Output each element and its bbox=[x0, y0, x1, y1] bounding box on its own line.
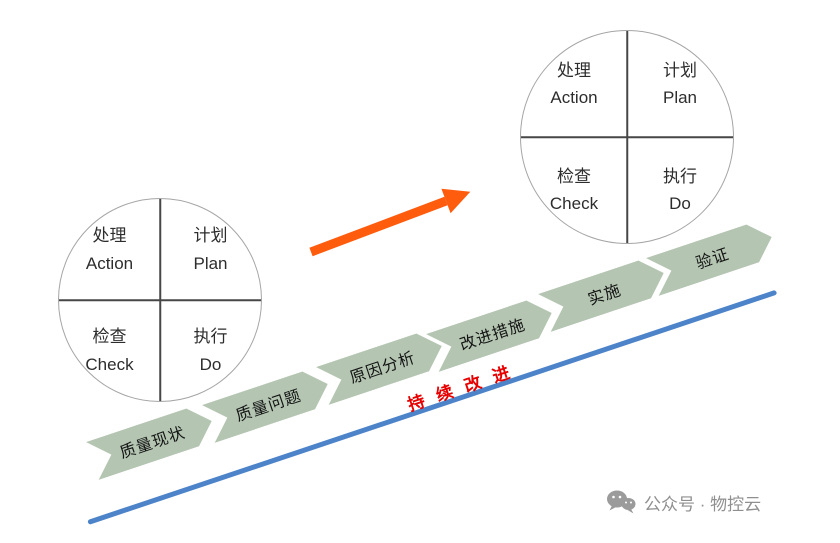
pdca-quadrant-check: 检查 Check bbox=[521, 137, 627, 243]
quadrant-zh-label: 检查 bbox=[557, 166, 591, 186]
pdca-circle-before: 处理 Action 计划 Plan 检查 Check 执行 Do bbox=[58, 198, 262, 402]
quadrant-zh-label: 计划 bbox=[663, 60, 697, 80]
quadrant-en-label: Check bbox=[85, 354, 134, 374]
pdca-quadrant-do: 执行 Do bbox=[627, 137, 733, 243]
step-label: 质量现状 bbox=[117, 424, 188, 463]
pdca-quadrant-check: 检查 Check bbox=[59, 300, 160, 401]
quadrant-en-label: Do bbox=[669, 194, 691, 213]
step-label: 改进措施 bbox=[457, 316, 528, 355]
quadrant-zh-label: 处理 bbox=[557, 60, 591, 80]
quadrant-zh-label: 执行 bbox=[193, 327, 228, 347]
pdca-quadrant-plan: 计划 Plan bbox=[627, 31, 733, 137]
watermark-text: 公众号 · 物控云 bbox=[644, 494, 762, 514]
pdca-quadrant-plan: 计划 Plan bbox=[160, 199, 261, 300]
pdca-quadrant-action: 处理 Action bbox=[521, 31, 627, 137]
quadrant-en-label: Check bbox=[549, 194, 599, 213]
step-label: 验证 bbox=[693, 245, 732, 273]
step-improvement-measures: 改进措施 bbox=[426, 294, 558, 372]
quadrant-zh-label: 检查 bbox=[92, 327, 127, 347]
step-implementation: 实施 bbox=[538, 254, 670, 332]
quadrant-en-label: Do bbox=[199, 354, 222, 374]
watermark: 公众号 · 物控云 bbox=[606, 489, 761, 515]
improvement-arrow-icon bbox=[309, 188, 471, 257]
pdca-quadrant-action: 处理 Action bbox=[59, 199, 160, 300]
quadrant-en-label: Plan bbox=[193, 253, 228, 273]
step-quality-status: 质量现状 bbox=[86, 402, 218, 480]
quadrant-zh-label: 执行 bbox=[663, 166, 697, 186]
quadrant-en-label: Action bbox=[550, 88, 598, 107]
step-label: 实施 bbox=[585, 281, 624, 309]
quadrant-en-label: Action bbox=[85, 253, 134, 273]
wechat-icon bbox=[607, 490, 636, 514]
pdca-quadrant-do: 执行 Do bbox=[160, 300, 261, 401]
quadrant-divider-horizontal bbox=[59, 299, 261, 301]
quadrant-zh-label: 计划 bbox=[193, 226, 228, 246]
quadrant-divider-horizontal bbox=[521, 136, 733, 138]
quadrant-en-label: Plan bbox=[662, 88, 698, 107]
quadrant-zh-label: 处理 bbox=[92, 226, 127, 246]
pdca-circle-after: 处理 Action 计划 Plan 检查 Check 执行 Do bbox=[520, 30, 734, 244]
step-label: 原因分析 bbox=[347, 349, 418, 388]
